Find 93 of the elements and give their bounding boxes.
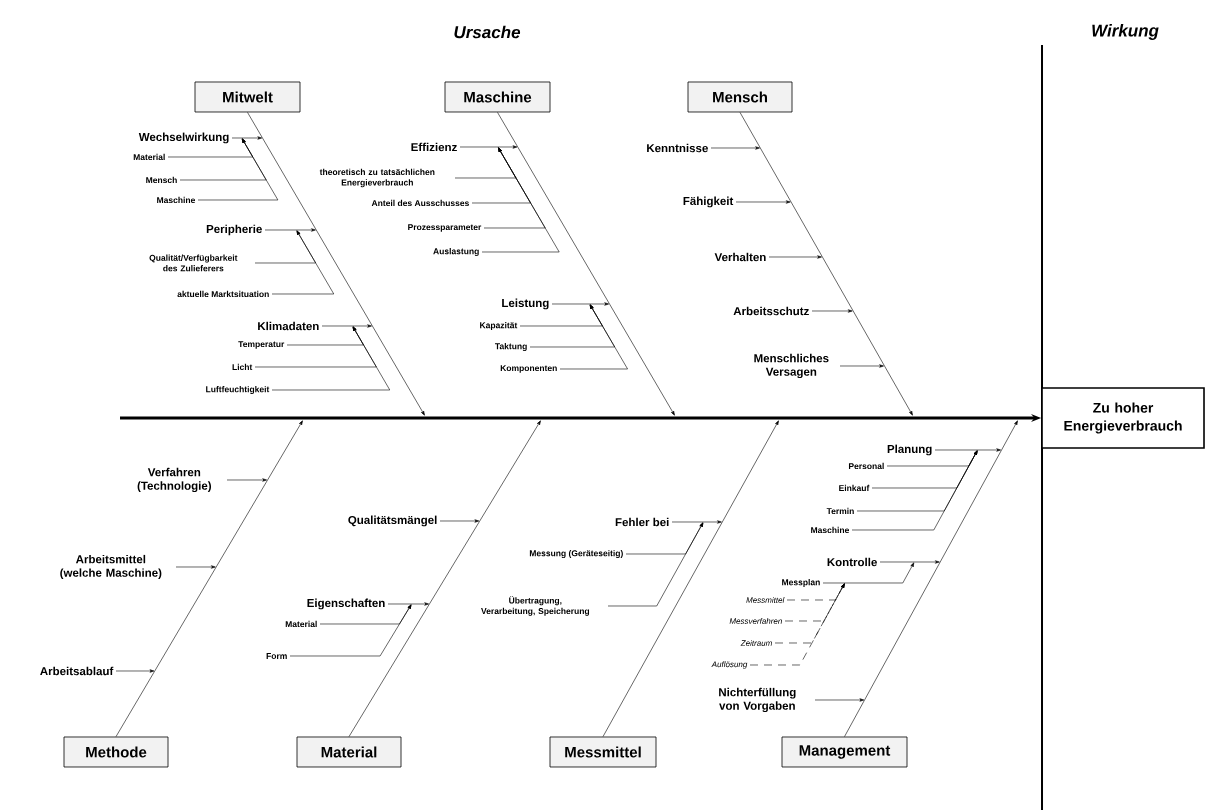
sub-cause-text: Kapazität xyxy=(480,322,518,330)
branch-arrow xyxy=(607,522,704,607)
bone-arrow xyxy=(602,420,779,737)
branch-arrow xyxy=(559,304,628,370)
sub-cause-text: Material xyxy=(285,620,317,628)
sub-cause-text: Messung (Geräteseitig) xyxy=(529,550,623,558)
sub-cause-text: Taktung xyxy=(495,343,527,351)
cause-text: Effizienz xyxy=(411,142,457,152)
sub-cause-text: Auslastung xyxy=(433,248,479,256)
bone-arrow xyxy=(739,112,913,416)
branch-arrow xyxy=(822,562,915,584)
cause-text: Fähigkeit xyxy=(683,196,734,208)
branch-arrow xyxy=(289,604,412,657)
branch-arrow xyxy=(197,138,279,201)
category-box: Messmittel xyxy=(549,736,657,768)
sub-cause-text: Material xyxy=(133,153,165,161)
sub-cause-text: Prozessparameter xyxy=(408,224,482,232)
cause-text: Planung xyxy=(887,444,932,456)
arrow xyxy=(226,478,267,482)
arrow xyxy=(231,136,263,140)
arrow xyxy=(735,200,791,204)
branch-arrow xyxy=(749,583,845,666)
sub-cause-text: Komponenten xyxy=(500,365,557,373)
cause-text: Arbeitsablauf xyxy=(40,666,114,676)
cause-text: Verhalten xyxy=(714,252,766,262)
sub-cause-text: Luftfeuchtigkeit xyxy=(206,386,270,394)
sub-cause-text: Maschine xyxy=(811,526,849,534)
arrow xyxy=(175,565,216,569)
sub-cause-text: Licht xyxy=(232,363,253,371)
arrow xyxy=(710,146,760,150)
sub-cause-text: Messmittel xyxy=(746,597,785,603)
cause-text: Wechselwirkung xyxy=(138,132,229,144)
branch-arrow xyxy=(271,230,335,295)
sub-cause-text: Maschine xyxy=(157,196,195,204)
arrow xyxy=(768,255,822,259)
sub-cause-text: Temperatur xyxy=(238,341,285,349)
sub-cause-text: Messplan xyxy=(782,579,820,587)
cause-text: Fehler bei xyxy=(615,517,669,527)
cause-text: Peripherie xyxy=(206,224,262,236)
arrow xyxy=(839,364,884,368)
cause-text: Klimadaten xyxy=(258,321,319,331)
sub-cause-text: Einkauf xyxy=(839,484,870,492)
category-box: Methode xyxy=(63,736,169,768)
sub-cause-text: Personal xyxy=(848,462,884,470)
bone-arrow xyxy=(844,420,1018,737)
arrow xyxy=(387,602,429,606)
arrow xyxy=(115,669,155,673)
category-box: Management xyxy=(781,736,908,768)
arrow xyxy=(551,302,609,306)
arrow xyxy=(811,309,853,313)
cause-text: Nichterfüllung von Vorgaben xyxy=(719,687,796,713)
effect-box: Zu hoher Energieverbrauch xyxy=(1041,387,1205,449)
bone-arrow xyxy=(497,112,675,416)
cause-text: Arbeitsmittel (welche Maschine) xyxy=(60,554,162,580)
branch-arrow xyxy=(481,147,560,253)
sub-cause-text: Messverfahren xyxy=(729,618,782,624)
arrow xyxy=(264,228,316,232)
sub-cause-text: Mensch xyxy=(146,176,177,184)
cause-text: Leistung xyxy=(502,298,549,310)
category-box: Mensch xyxy=(687,81,793,113)
heading: Ursache xyxy=(454,25,521,39)
arrow xyxy=(439,519,480,523)
sub-cause-text: Form xyxy=(266,653,287,659)
arrow xyxy=(879,560,940,564)
branch-arrow xyxy=(851,450,978,531)
cause-text: Eigenschaften xyxy=(307,598,385,610)
sub-cause-text: theoretisch zu tatsächlichen Energieverbrauch xyxy=(319,168,435,188)
bone-arrow xyxy=(247,112,425,416)
branch-arrow xyxy=(271,326,391,391)
arrow xyxy=(934,448,1001,452)
heading: Wirkung xyxy=(1092,24,1159,40)
sub-cause-text: Qualität/Verfügbarkeit des Zulieferers xyxy=(149,254,238,272)
cause-text: Verfahren (Technologie) xyxy=(137,467,211,493)
sub-cause-text: Auflösung xyxy=(711,661,748,669)
arrow xyxy=(671,520,722,524)
cause-text: Arbeitsschutz xyxy=(733,306,809,316)
sub-cause-text: Übertragung, Verarbeitung, Speicherung xyxy=(481,596,590,616)
cause-text: Kontrolle xyxy=(827,557,877,567)
sub-cause-text: Termin xyxy=(826,507,854,515)
cause-text: Kenntnisse xyxy=(647,143,708,153)
sub-cause-text: Anteil des Ausschusses xyxy=(371,199,469,207)
cause-text: Qualitätsmängel xyxy=(348,515,437,527)
category-box: Mitwelt xyxy=(194,81,301,113)
category-box: Material xyxy=(296,736,402,768)
sub-cause-text: Zeitraum xyxy=(740,640,772,646)
bone-arrow xyxy=(115,420,303,737)
arrow xyxy=(321,324,372,328)
arrow xyxy=(814,698,865,702)
sub-cause-text: aktuelle Marktsituation xyxy=(177,290,269,298)
arrow xyxy=(459,145,518,149)
category-box: Maschine xyxy=(444,81,551,113)
cause-text: Menschliches Versagen xyxy=(754,353,829,379)
bone-arrow xyxy=(348,420,541,737)
